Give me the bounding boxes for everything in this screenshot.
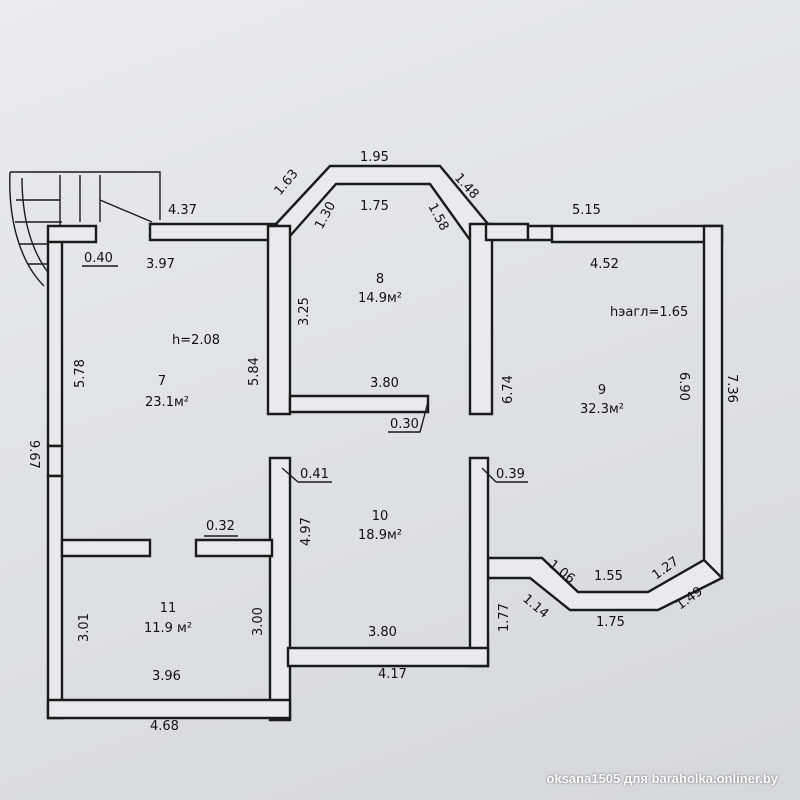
dim-outer-right: 7.36 (724, 374, 739, 403)
room-7-area: 23.1м² (145, 395, 189, 410)
room-8-number: 8 (376, 272, 384, 287)
wall-room9-bay (486, 556, 725, 612)
dim-r9-top: 4.52 (590, 257, 619, 272)
wall-left-upper (46, 238, 64, 448)
dim-r8-height: 3.25 (297, 297, 312, 326)
wall-room7-top (148, 222, 278, 242)
dim-diag-left-out: 1.63 (272, 167, 302, 199)
wall-room11-top-left (60, 538, 152, 558)
dim-r11-bottom: 3.96 (152, 669, 181, 684)
dim-r8-stub: 0.30 (390, 417, 419, 432)
dim-bay-mid-in: 1.55 (594, 569, 623, 584)
room-labels: 7 23.1м² 8 14.9м² 9 32.3м² 10 18.9м² 11 … (144, 272, 688, 636)
room-8-area: 14.9м² (358, 291, 402, 306)
room-9-number: 9 (598, 383, 606, 398)
dim-r10-out-right: 1.77 (497, 603, 512, 632)
dim-r10-stub-left: 0.41 (300, 467, 329, 482)
dim-r7-stub: 0.40 (84, 251, 113, 266)
dim-bottom-right-out: 4.17 (378, 667, 407, 682)
dim-r9-left: 6.74 (501, 375, 516, 404)
room-10-number: 10 (372, 509, 389, 524)
wall-7-8 (266, 224, 292, 416)
wall-room10-left (268, 456, 292, 722)
dim-r7-top: 3.97 (146, 257, 175, 272)
wall-left-lower (46, 474, 64, 720)
dim-outer-left: 9.67 (26, 440, 41, 469)
dim-r10-bottom: 3.80 (368, 625, 397, 640)
wall-room11-bottom (46, 698, 292, 720)
room-10-area: 18.9м² (358, 528, 402, 543)
watermark: oksana1505 для baraholka.onliner.by (546, 771, 778, 786)
room-9-area: 32.3м² (580, 402, 624, 417)
dim-r9-right: 6.90 (676, 372, 691, 401)
walls (46, 164, 725, 722)
room-11-number: 11 (160, 601, 177, 616)
dim-r7-left: 5.78 (73, 359, 88, 388)
dim-top-8: 1.95 (360, 150, 389, 165)
window-left (46, 444, 64, 478)
dim-r7-right: 5.84 (247, 357, 262, 386)
leader-lines (82, 265, 528, 537)
dim-r10-stub-right: 0.39 (496, 467, 525, 482)
room-11-area: 11.9 м² (144, 621, 192, 636)
room-7-height: h=2.08 (172, 333, 220, 348)
dim-bottom-left-out: 4.68 (150, 719, 179, 734)
wall-top-left-stub (46, 224, 98, 244)
room-9-height: hэагл=1.65 (610, 305, 688, 320)
wall-8-9 (468, 222, 494, 416)
dim-r11-right: 3.00 (251, 607, 266, 636)
room-7-number: 7 (158, 374, 166, 389)
wall-room8-bottom (288, 394, 430, 414)
dim-r11-stub: 0.32 (206, 519, 235, 534)
window-room9 (526, 224, 554, 242)
dim-bay-left-out: 1.14 (519, 592, 551, 622)
wall-right (702, 224, 724, 580)
dim-inner-8-top: 1.75 (360, 199, 389, 214)
wall-room9-top (484, 222, 530, 242)
dim-stair-side: 4.37 (168, 203, 197, 218)
wall-room10-right (468, 456, 490, 668)
dim-right-top: 5.15 (572, 203, 601, 218)
wall-room11-top-right (194, 538, 274, 558)
dim-bay-mid-out: 1.75 (596, 615, 625, 630)
dim-r10-left: 4.97 (299, 517, 314, 546)
staircase (9, 171, 161, 287)
dim-r8-bottom: 3.80 (370, 376, 399, 391)
dim-r11-left: 3.01 (77, 613, 92, 642)
wall-room10-bottom (286, 646, 490, 668)
wall-room9-top-right (550, 224, 724, 244)
